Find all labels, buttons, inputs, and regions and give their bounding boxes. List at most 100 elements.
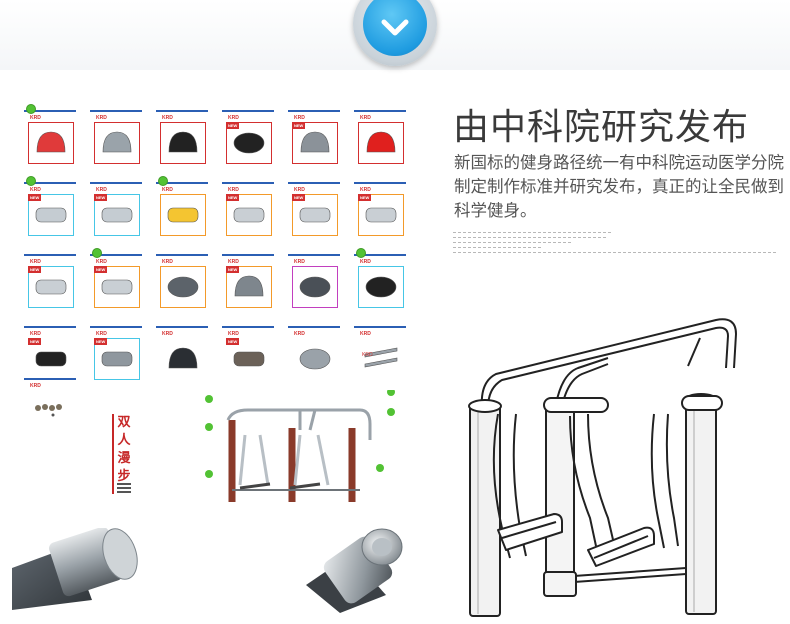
- part-divider: [354, 182, 406, 184]
- marker-dot: [26, 176, 36, 186]
- product-label-underline: [117, 483, 131, 495]
- part-brand-label: KRD: [228, 115, 239, 121]
- marker-dot: [356, 248, 366, 258]
- part-brand-label: KRD: [96, 115, 107, 121]
- steel-pins-icon: [364, 347, 398, 368]
- part-image: [226, 194, 272, 236]
- part-image: [94, 122, 140, 164]
- part-image: [28, 122, 74, 164]
- banner-badge: [353, 0, 437, 66]
- long-pedal-b-icon: [101, 279, 133, 295]
- part-brand-label: KRD: [30, 259, 41, 265]
- part-divider: [24, 110, 76, 112]
- part-image: [292, 338, 338, 380]
- part-divider: [90, 326, 142, 328]
- gray-pedal-b-icon: [299, 207, 331, 223]
- part-brand-label: KRD: [162, 331, 173, 337]
- tube-joint-b-icon: [101, 207, 133, 223]
- part-image: [226, 338, 272, 380]
- part-black-bearing: KRD: [156, 326, 208, 380]
- new-badge: NEW: [94, 266, 108, 273]
- part-image: [160, 266, 206, 308]
- new-badge: NEW: [94, 194, 108, 201]
- part-brand-label: KRD: [162, 187, 173, 193]
- part-brand-label: KRD: [294, 331, 305, 337]
- red-dome-cap-icon: [36, 131, 66, 153]
- part-brand-label: KRD: [96, 259, 107, 265]
- part-washer-set: KRD: [288, 254, 340, 308]
- pipe-end-icon: [306, 528, 403, 613]
- description: 新国标的健身路径统一有中科院运动医学分院制定制作标准并研究发布，真正的让全民做到…: [454, 153, 784, 220]
- part-brand-label: KRD: [228, 187, 239, 193]
- part-spring-rack: KRD: [354, 248, 406, 308]
- part-brand-label: KRD: [30, 115, 41, 121]
- part-image: [28, 266, 74, 308]
- part-brand-label: KRD: [360, 187, 371, 193]
- part-image: [358, 122, 404, 164]
- part-image: [292, 122, 338, 164]
- part-divider: [354, 254, 406, 256]
- part-image: [28, 194, 74, 236]
- part-brand-label: KRD: [96, 187, 107, 193]
- part-divider: [90, 110, 142, 112]
- new-badge: NEW: [94, 338, 108, 345]
- part-image: [292, 266, 338, 308]
- steel-clamp-icon: [101, 351, 133, 367]
- product-label-bar: [112, 414, 114, 494]
- part-divider: [24, 326, 76, 328]
- part-brand-label: KRD: [96, 331, 107, 337]
- part-image: [94, 338, 140, 380]
- part-image: [292, 194, 338, 236]
- washer-set-icon: [299, 276, 331, 298]
- part-divider: [156, 326, 208, 328]
- part-divider: [156, 182, 208, 184]
- bolt-bushing-icon: [233, 351, 265, 367]
- product-label: 双人漫步: [117, 415, 131, 484]
- gray-pedal-c-icon: [365, 207, 397, 223]
- new-badge: NEW: [358, 194, 372, 201]
- pipe-end-icon: [12, 528, 138, 610]
- part-brand-label: KRD: [360, 331, 371, 337]
- part-divider: [222, 254, 274, 256]
- new-badge: NEW: [28, 194, 42, 201]
- tube-joint-a-icon: [35, 207, 67, 223]
- air-walker-icon: [205, 390, 395, 502]
- page-title: 由中科院研究发布: [453, 107, 750, 148]
- chevron-down-icon: [363, 0, 427, 56]
- black-dome-cap-icon: [168, 131, 198, 153]
- flange-plate-icon: [299, 348, 331, 370]
- new-badge: NEW: [226, 194, 240, 201]
- part-steel-pins: KRD: [354, 326, 406, 380]
- part-image: [358, 266, 404, 308]
- part-divider: [288, 182, 340, 184]
- part-brand-label: KRD: [30, 187, 41, 193]
- part-brand-label: KRD: [360, 259, 371, 265]
- yellow-pedal-icon: [167, 207, 199, 223]
- fine-print-block: [453, 232, 783, 257]
- part-brand-label: KRD: [228, 331, 239, 337]
- long-pedal-a-icon: [35, 279, 67, 295]
- part-image: [94, 194, 140, 236]
- silver-dome-cap-icon: [102, 131, 132, 153]
- part-image: [94, 266, 140, 308]
- part-silver-dome-cap: KRD: [90, 110, 142, 164]
- part-brand-label: KRD: [162, 115, 173, 121]
- new-badge: NEW: [226, 266, 240, 273]
- screw-part: KRD: [24, 378, 76, 418]
- part-divider: [156, 254, 208, 256]
- part-divider: [24, 254, 76, 256]
- part-red-cap: KRD: [354, 110, 406, 164]
- part-brand-label: KRD: [30, 383, 41, 389]
- new-badge: NEW: [226, 122, 240, 129]
- gray-dome-cap-icon: [300, 131, 330, 153]
- bearing-pair-icon: [167, 276, 199, 298]
